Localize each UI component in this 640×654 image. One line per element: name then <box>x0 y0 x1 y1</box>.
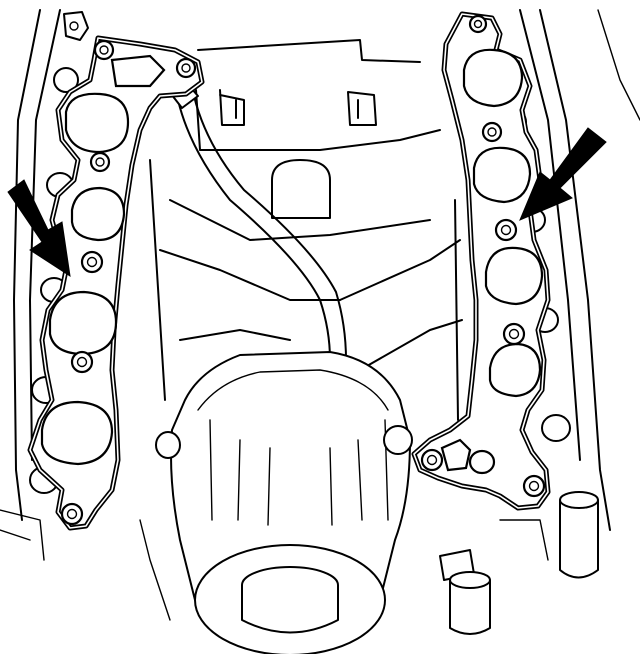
housing-top-rim <box>197 369 389 411</box>
right-cylinder-hole-4 <box>541 414 571 442</box>
left-gasket-arrow <box>7 179 71 278</box>
front-housing <box>155 351 413 654</box>
valley-hose-outer <box>177 99 331 361</box>
left-port-1 <box>64 92 130 154</box>
right-lower-slot-1 <box>440 438 472 472</box>
valley-base-left <box>179 329 291 341</box>
left-bolt-holes <box>60 39 197 526</box>
valley-right-wall <box>454 199 459 421</box>
right-bracket-block <box>347 91 377 126</box>
lower-right-components <box>139 491 599 635</box>
left-cylinder-hole-1 <box>53 67 79 93</box>
center-dome <box>271 159 331 219</box>
right-top-edge <box>597 9 640 121</box>
right-cylinder-stud-top <box>559 491 599 509</box>
housing-left-boss <box>155 431 181 459</box>
lower-bracket-line <box>499 519 549 561</box>
right-intake-manifold-gasket <box>411 11 551 511</box>
housing-ribs <box>209 419 389 526</box>
right-cylinder-stud <box>559 499 599 579</box>
left-gasket-inner-line <box>29 37 203 529</box>
left-top-slot <box>110 54 166 88</box>
valley-lower-left-ridge <box>159 249 341 301</box>
valley-hose-inner <box>193 95 347 361</box>
right-port-4 <box>488 342 542 398</box>
left-lower-line <box>0 529 31 541</box>
right-gasket-arrow <box>519 127 607 221</box>
valley-left-wall <box>149 159 166 401</box>
right-head-inner-edge <box>519 9 581 461</box>
left-intake-manifold-gasket <box>27 11 205 531</box>
right-bolt-holes <box>420 14 546 498</box>
left-head-outer-edge <box>13 9 41 521</box>
right-gasket-inner-line <box>413 13 549 509</box>
sensor-body <box>449 579 491 635</box>
valley-top-edge <box>197 39 421 63</box>
housing-right-boss <box>383 425 413 455</box>
left-bracket-block <box>219 89 245 126</box>
right-port-3 <box>484 246 544 306</box>
valley-base-right <box>359 319 463 371</box>
pulley-hub-body <box>241 585 339 634</box>
right-lower-slot-2 <box>468 449 496 475</box>
valley-lower-right-ridge <box>339 239 461 301</box>
left-port-2 <box>70 186 126 242</box>
left-port-3 <box>48 290 118 356</box>
sensor-top <box>449 571 491 589</box>
right-port-1 <box>462 48 524 108</box>
valley-upper-ridge <box>195 89 441 151</box>
valley-mid-ridge <box>169 199 431 241</box>
left-lower-bracket <box>0 509 45 561</box>
lower-left-line <box>139 519 171 621</box>
left-port-4 <box>40 400 114 466</box>
right-head-outer-edge <box>539 9 611 531</box>
right-port-2 <box>472 146 532 204</box>
bracket-detail-lines <box>235 99 359 119</box>
